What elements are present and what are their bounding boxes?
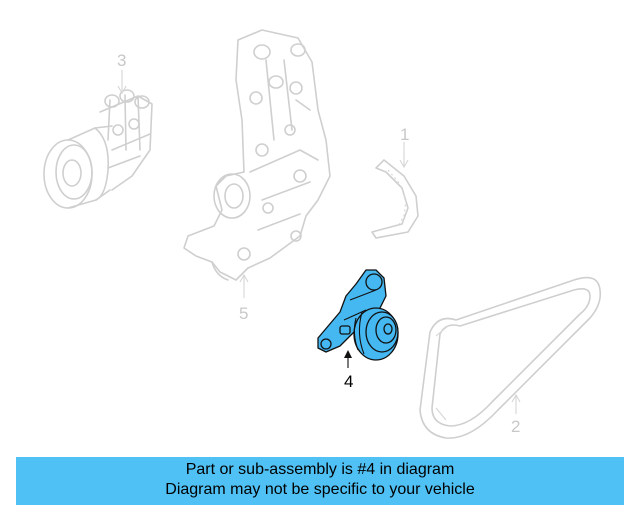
banner-line-part-number: Part or sub-assembly is #4 in diagram bbox=[185, 461, 455, 478]
callout-1: 1 bbox=[400, 125, 409, 144]
callout-3: 3 bbox=[117, 51, 126, 70]
part-2-serpentine-belt bbox=[419, 276, 602, 439]
callout-5: 5 bbox=[239, 304, 248, 323]
callout-4[interactable]: 4 bbox=[344, 372, 353, 391]
callout-2: 2 bbox=[511, 417, 520, 436]
part-4-tensioner[interactable] bbox=[317, 269, 399, 368]
part-5-bracket bbox=[183, 29, 331, 298]
part-1-belt-section bbox=[371, 142, 419, 239]
info-banner: Part or sub-assembly is #4 in diagram Di… bbox=[16, 457, 624, 505]
banner-line-disclaimer: Diagram may not be specific to your vehi… bbox=[165, 481, 475, 498]
part-3-idler-pulley bbox=[43, 70, 153, 209]
parts-diagram: 1 2 3 4 5 bbox=[43, 29, 602, 439]
